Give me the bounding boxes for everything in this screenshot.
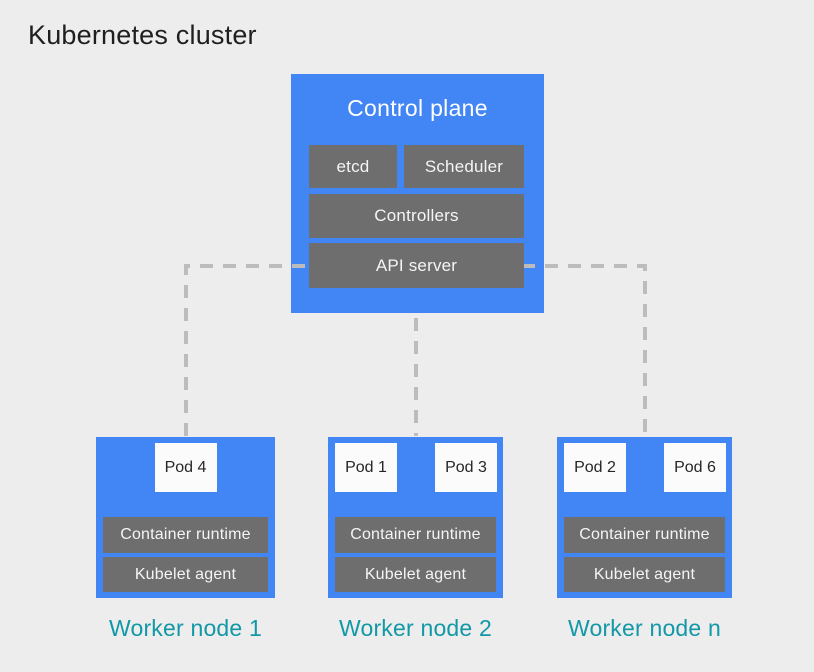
controllers-box: Controllers: [309, 194, 524, 238]
api-server-box: API server: [309, 243, 524, 288]
kubelet-agent-box: Kubelet agent: [103, 557, 268, 592]
worker-node-1-label: Worker node 1: [108, 615, 263, 641]
worker-node-2-label: Worker node 2: [338, 615, 493, 641]
diagram-title: Kubernetes cluster: [28, 20, 257, 50]
scheduler-box: Scheduler: [404, 145, 524, 188]
pod-box: Pod 4: [154, 443, 217, 492]
container-runtime-box: Container runtime: [103, 517, 268, 553]
pod-box: Pod 1: [335, 443, 397, 492]
kubelet-agent-box: Kubelet agent: [564, 557, 725, 592]
etcd-box: etcd: [309, 145, 397, 188]
worker-node-1-box: Pod 4 Container runtime Kubelet agent: [96, 437, 275, 598]
worker-node-n-label: Worker node n: [567, 615, 722, 641]
worker-node-2-box: Pod 1 Pod 3 Container runtime Kubelet ag…: [328, 437, 503, 598]
pod-box: Pod 2: [564, 443, 626, 492]
pod-box: Pod 3: [435, 443, 497, 492]
container-runtime-box: Container runtime: [564, 517, 725, 553]
kubelet-agent-box: Kubelet agent: [335, 557, 496, 592]
control-plane-box: Control plane etcd Scheduler Controllers…: [291, 74, 544, 313]
container-runtime-box: Container runtime: [335, 517, 496, 553]
control-plane-title: Control plane: [347, 95, 488, 121]
pod-box: Pod 6: [664, 443, 726, 492]
worker-node-n-box: Pod 2 Pod 6 Container runtime Kubelet ag…: [557, 437, 732, 598]
